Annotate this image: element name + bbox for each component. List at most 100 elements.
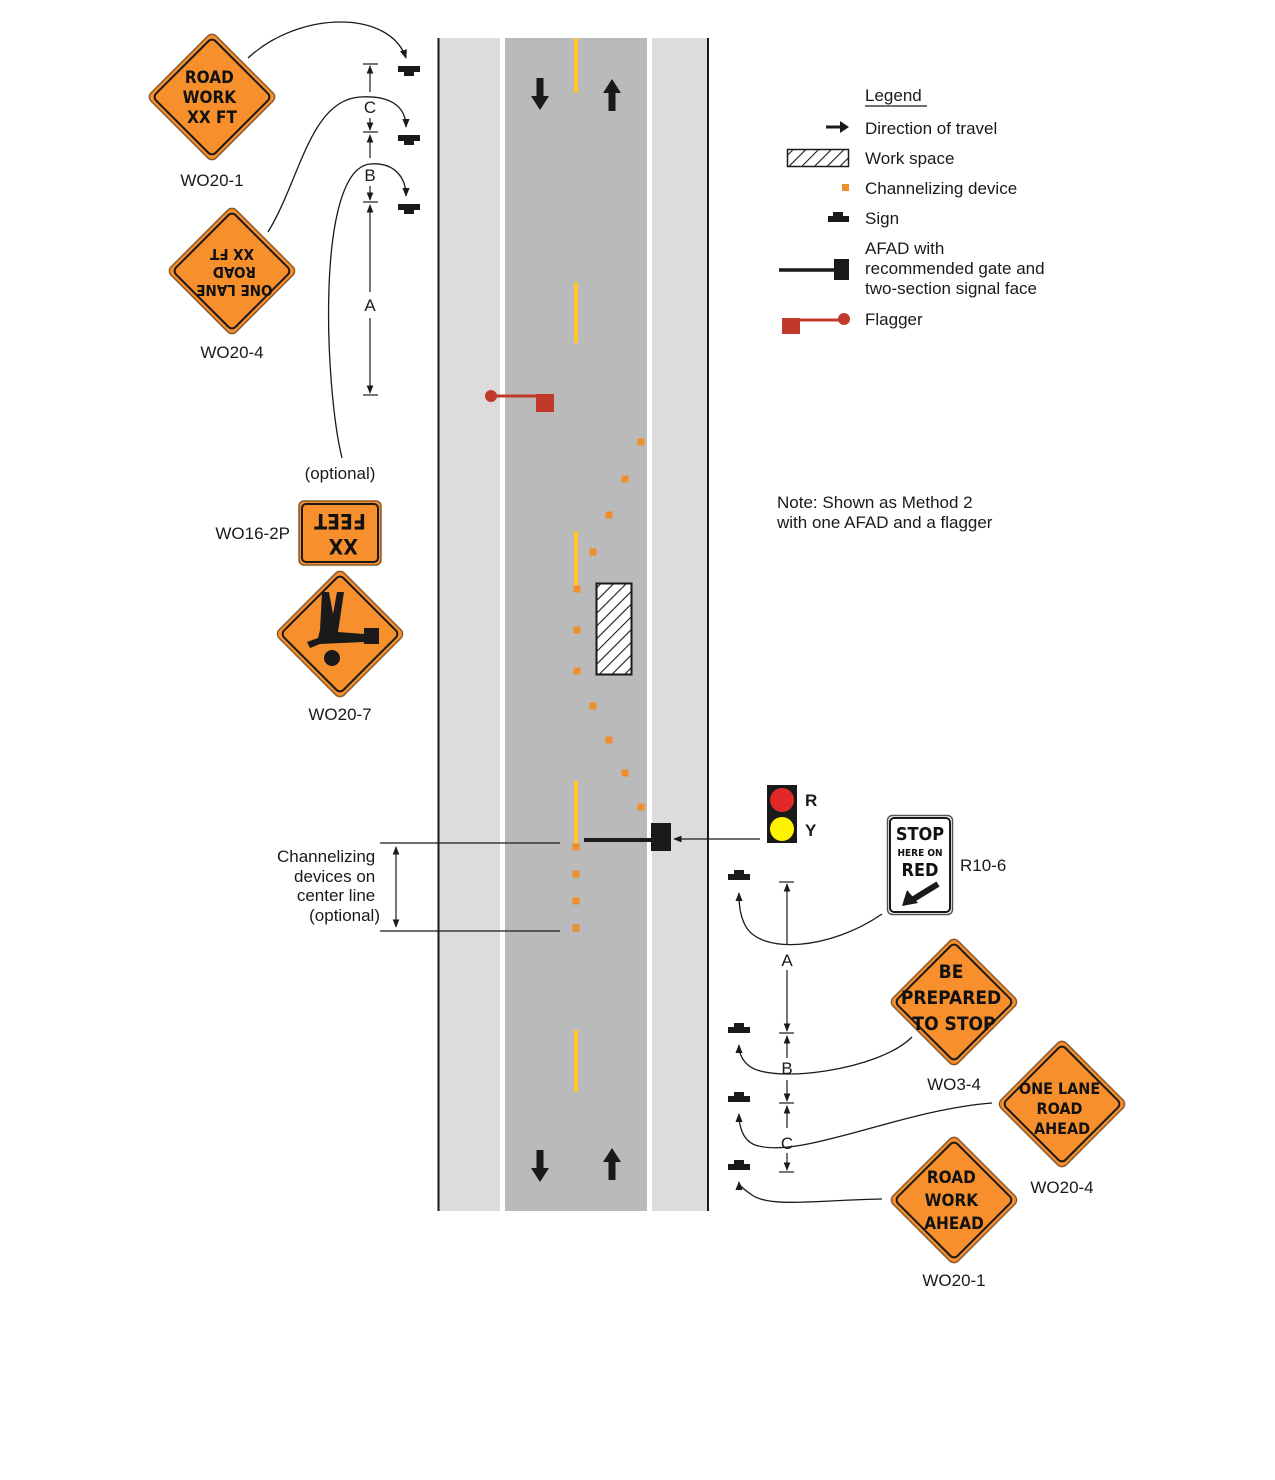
left-leader-lines	[247, 21, 410, 459]
arrow-shaft	[608, 1158, 616, 1180]
legend: Legend Direction of travel Work space Ch…	[779, 86, 1049, 334]
note-line: devices on	[294, 867, 375, 886]
optional-label: (optional)	[305, 464, 376, 483]
legend-title: Legend	[865, 86, 922, 105]
left-dimensions	[363, 63, 378, 396]
sign-icon	[828, 212, 849, 222]
channelizing-device	[621, 475, 629, 483]
sign-line: TO STOP	[912, 1013, 995, 1035]
svg-text:ONE LANE ROAD AHEA: ONE LANE ROAD AHEAD	[1019, 1079, 1105, 1138]
signal-red-label: R	[805, 791, 817, 810]
arrow-up-icon	[603, 1148, 621, 1180]
signal-yellow-light	[770, 817, 794, 841]
sign-r10-6: STOP HERE ON RED	[886, 814, 954, 916]
sign-code-wo20-4-left: WO20-4	[200, 343, 263, 362]
arrow-icon	[826, 121, 849, 133]
note-line: (optional)	[309, 906, 380, 925]
note-line: with one AFAD and a flagger	[776, 513, 993, 532]
channelizing-device	[573, 585, 581, 593]
svg-text:ROAD WORK XX FT: ROAD WORK XX FT	[183, 68, 242, 128]
sign-wo20-4-right: ONE LANE ROAD AHEAD	[998, 1040, 1126, 1168]
sign-wo20-7	[276, 570, 404, 698]
sign-line: ROAD	[1037, 1099, 1083, 1118]
legend-label: Work space	[865, 149, 954, 168]
sign-wo20-1-left: ROAD WORK XX FT	[148, 33, 276, 161]
svg-text:ROAD WORK AHEAD: ROAD WORK AHEAD	[924, 1168, 984, 1234]
flagger-marker	[485, 390, 554, 412]
sign-wo3-4: BE PREPARED TO STOP	[890, 938, 1018, 1066]
legend-label: two-section signal face	[865, 279, 1037, 298]
sign-line: PREPARED	[901, 987, 1001, 1009]
arrow-head	[531, 1168, 549, 1182]
sign-wo16-2p: XX FEET	[298, 500, 382, 566]
right-shoulder	[652, 38, 707, 1211]
work-space-icon	[786, 148, 850, 168]
channelizing-device	[572, 870, 580, 878]
sign-post-icon	[398, 204, 420, 214]
sign-line: XX FT	[187, 108, 237, 128]
center-line-dash	[574, 282, 578, 343]
center-line-dash	[574, 531, 578, 589]
channelizing-device	[572, 897, 580, 905]
channelizing-device	[637, 803, 645, 811]
channelizing-device	[605, 736, 613, 744]
dimension-a-label: A	[364, 296, 376, 315]
left-shoulder	[439, 38, 500, 1211]
sign-line: FEET	[314, 509, 366, 533]
legend-label: Direction of travel	[865, 119, 997, 138]
legend-label: Sign	[865, 209, 899, 228]
sign-line: XX	[328, 534, 358, 558]
arrow-head	[603, 79, 621, 93]
sign-post-icon	[398, 135, 420, 145]
sign-post-icon	[728, 870, 750, 880]
sign-code-wo20-1-left: WO20-1	[180, 171, 243, 190]
sign-line: ONE LANE	[1019, 1079, 1100, 1098]
channelizing-device	[589, 548, 597, 556]
sign-wo20-1-right: ROAD WORK AHEAD	[890, 1136, 1018, 1264]
signal-yellow-label: Y	[805, 821, 817, 840]
channelizing-device	[573, 667, 581, 675]
sign-line: ROAD	[185, 68, 234, 88]
sign-post-icon	[728, 1023, 750, 1033]
dimension-a-label: A	[781, 951, 793, 970]
sign-line: AHEAD	[1034, 1119, 1090, 1138]
arrow-shaft	[608, 89, 616, 111]
note-line: Channelizing	[277, 847, 375, 866]
sign-line: ONE LANE	[196, 281, 272, 299]
work-space	[595, 582, 633, 676]
sign-line: ROAD	[927, 1168, 976, 1188]
method-note: Note: Shown as Method 2 with one AFAD an…	[776, 493, 993, 532]
channelizing-device	[572, 924, 580, 932]
sign-code-wo20-1-right: WO20-1	[922, 1271, 985, 1290]
center-line-dash	[574, 781, 578, 843]
center-line-dash	[574, 38, 578, 93]
arrow-shaft	[536, 1150, 544, 1172]
svg-text:AFAD with recommended ga: AFAD with recommended gate and two-secti…	[865, 239, 1049, 298]
two-section-signal: R Y	[767, 785, 817, 843]
sign-code-wo16-2p: WO16-2P	[215, 524, 290, 543]
channelizing-device-icon	[842, 184, 849, 191]
channelizing-device	[621, 769, 629, 777]
sign-post-icon	[398, 66, 420, 76]
flagger-symbol-icon	[307, 592, 379, 666]
dimension-b-label: B	[364, 166, 375, 185]
svg-text:Channelizing devices on: Channelizing devices on center line (opt…	[277, 847, 380, 925]
arrow-down-left-icon	[902, 881, 940, 906]
svg-text:ONE LANE ROAD XX F: ONE LANE ROAD XX FT	[192, 245, 273, 299]
arrow-down-icon	[531, 78, 549, 110]
sign-line: WORK	[183, 88, 238, 108]
legend-label: recommended gate and	[865, 259, 1045, 278]
arrow-up-icon	[603, 79, 621, 111]
sign-line: BE	[939, 961, 964, 983]
legend-label: AFAD with	[865, 239, 944, 258]
sign-code-wo20-4-right: WO20-4	[1030, 1178, 1093, 1197]
arrow-head	[603, 1148, 621, 1162]
note-line: Note: Shown as Method 2	[777, 493, 973, 512]
sign-wo20-4-left: ONE LANE ROAD XX FT	[168, 207, 296, 335]
arrow-head	[531, 96, 549, 110]
arrow-shaft	[536, 78, 544, 100]
sign-line: HERE ON	[897, 848, 942, 859]
channelizing-device	[589, 702, 597, 710]
arrow-down-icon	[531, 1150, 549, 1182]
